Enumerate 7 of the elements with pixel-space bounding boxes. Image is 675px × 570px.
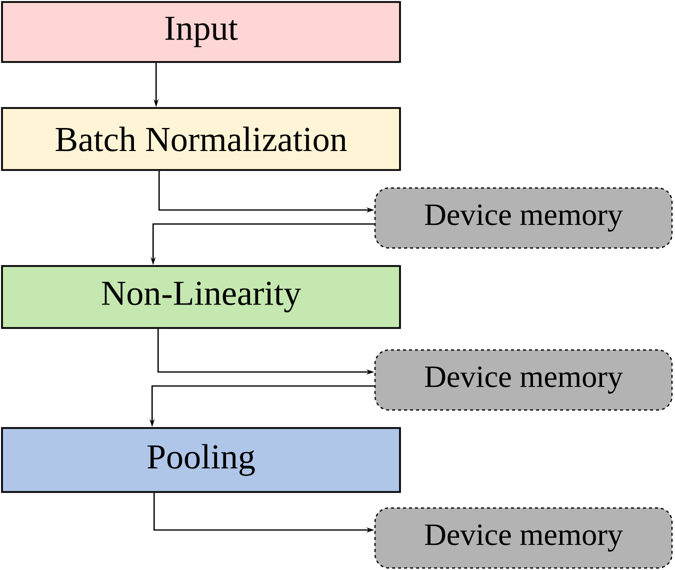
layer-box: Input bbox=[1, 1, 401, 63]
memory-box: Device memory bbox=[374, 507, 673, 569]
memory-box: Device memory bbox=[374, 349, 673, 411]
memory-box: Device memory bbox=[374, 187, 673, 249]
layer-box: Pooling bbox=[1, 427, 401, 493]
layer-box: Non-Linearity bbox=[1, 265, 401, 329]
layer-box: Batch Normalization bbox=[1, 107, 401, 171]
